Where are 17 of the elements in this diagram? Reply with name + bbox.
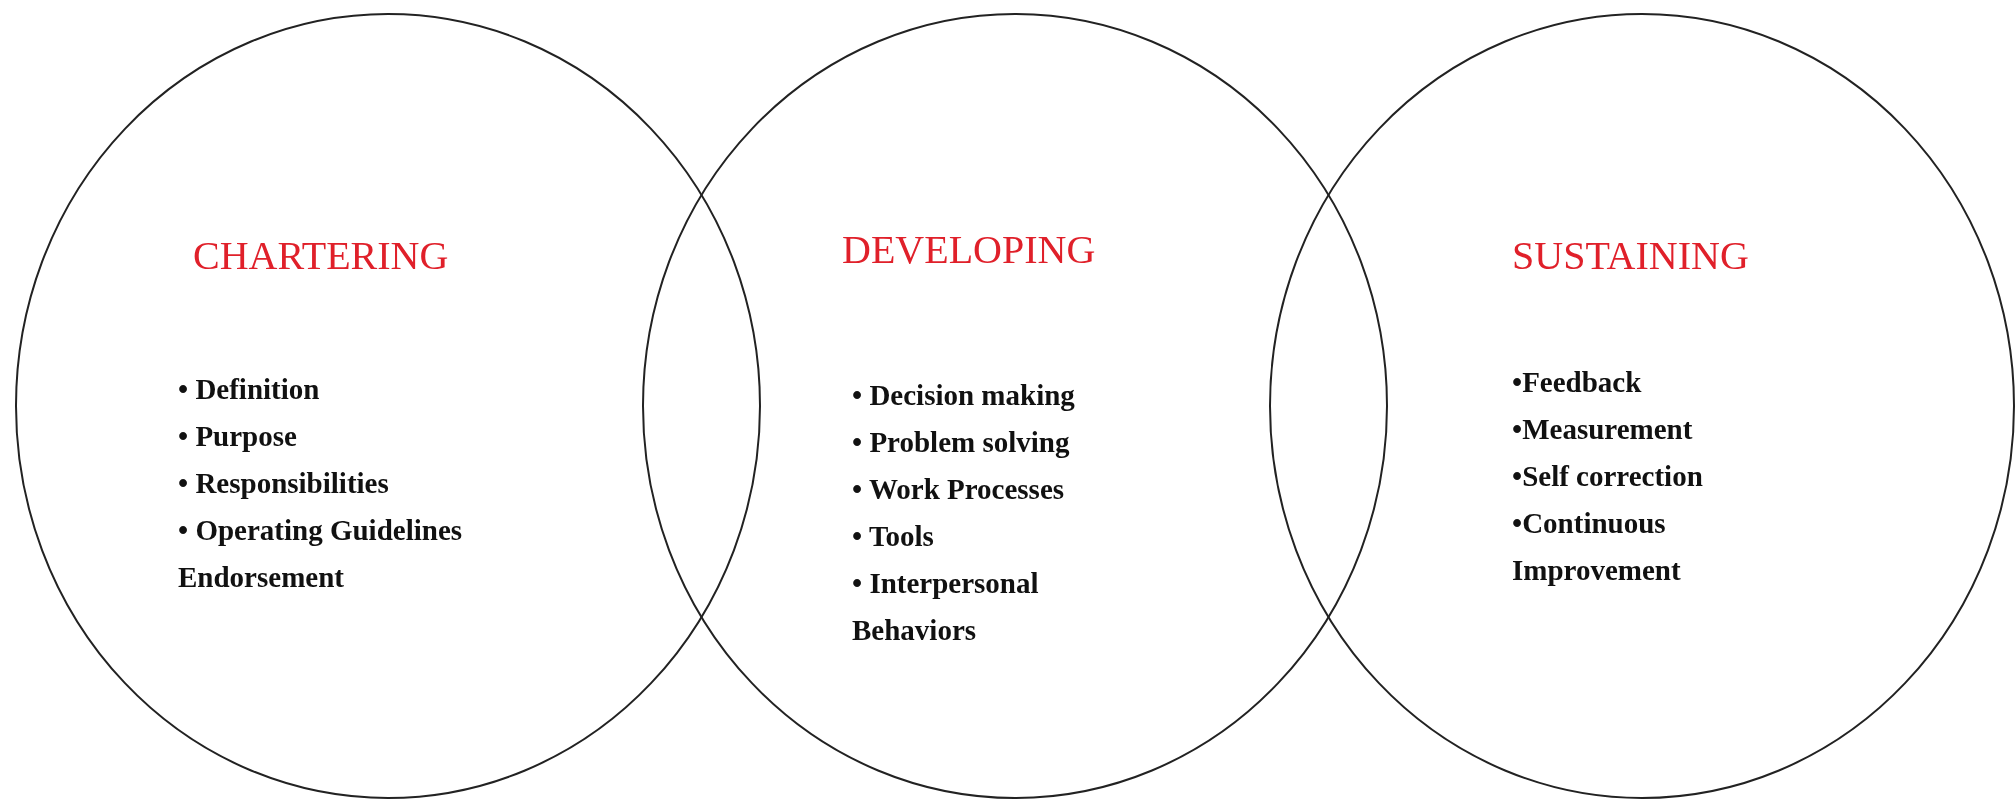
list-item: • Responsibilities [178,466,390,501]
list-item: • Work Processes [852,472,1066,507]
list-item: Endorsement [178,560,345,595]
list-item: •Feedback [1512,365,1643,400]
list-item: • Purpose [178,419,298,454]
stage-heading: SUSTAINING [1512,232,1749,279]
list-item: • Tools [852,519,935,554]
list-item: • Interpersonal Behaviors [852,566,1040,648]
list-item: • Problem solving [852,425,1071,460]
list-item: • Decision making [852,378,1076,413]
list-item: •Self correction [1512,459,1704,494]
list-item: •Measurement [1512,412,1694,447]
list-item: • Definition [178,372,321,407]
list-item: •Continuous Improvement [1512,506,1682,588]
list-item: • Operating Guidelines [178,513,464,548]
stage-heading: DEVELOPING [842,226,1096,273]
stage-heading: CHARTERING [193,232,449,279]
